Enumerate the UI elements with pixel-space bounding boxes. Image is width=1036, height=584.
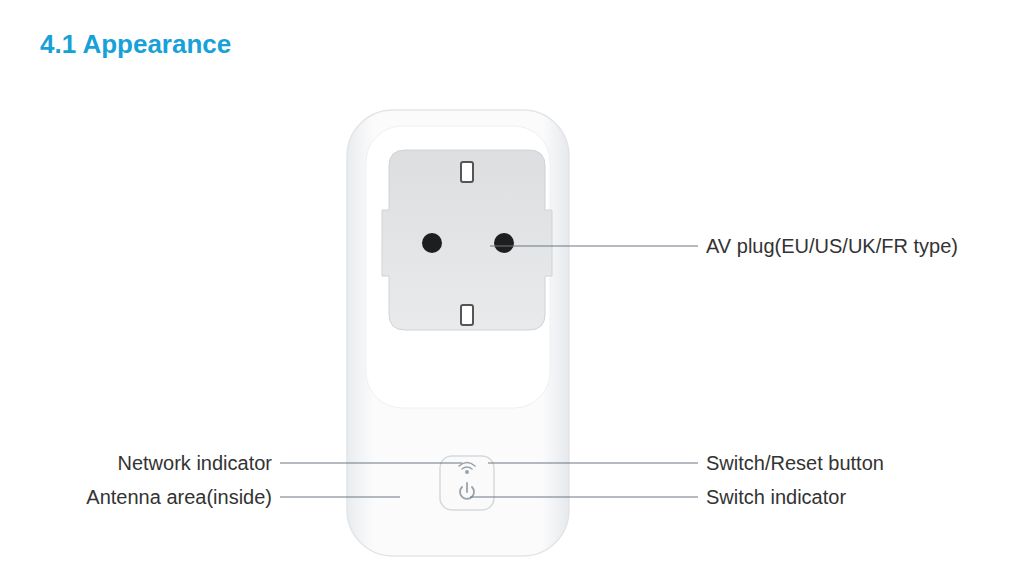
pin-hole bbox=[422, 233, 442, 253]
plug-body bbox=[347, 110, 569, 556]
leader-line bbox=[488, 463, 698, 464]
leader-line bbox=[280, 463, 462, 464]
part-label: AV plug(EU/US/UK/FR type) bbox=[706, 234, 958, 258]
figure-title: 4.1 Appearance bbox=[40, 28, 231, 60]
wifi-icon bbox=[459, 463, 475, 474]
leader-line bbox=[490, 246, 698, 247]
socket-recess bbox=[382, 150, 552, 330]
pin-hole bbox=[494, 233, 514, 253]
leader-line bbox=[470, 497, 698, 498]
part-label: Switch/Reset button bbox=[706, 451, 884, 475]
part-label: Switch indicator bbox=[706, 485, 846, 509]
part-label: Antenna area(inside) bbox=[86, 485, 272, 509]
switch-button bbox=[440, 456, 494, 510]
part-label: Network indicator bbox=[117, 451, 272, 475]
leader-lines bbox=[280, 246, 698, 497]
earth-clip bbox=[461, 162, 473, 182]
leader-line bbox=[280, 497, 400, 498]
earth-clip bbox=[461, 305, 473, 325]
